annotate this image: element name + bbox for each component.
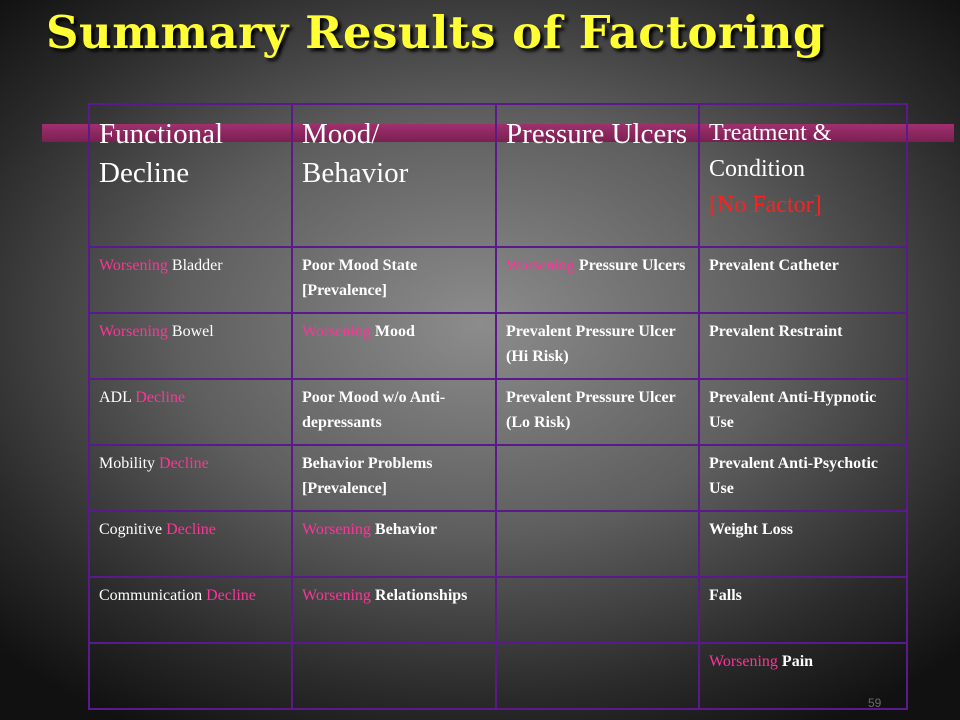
cell-highlight: Worsening (302, 587, 371, 604)
table-cell: Prevalent Anti-Psychotic Use (698, 444, 908, 512)
table-cell: Prevalent Catheter (698, 246, 908, 314)
no-factor-label: [No Factor] (709, 192, 822, 218)
cell-text: Prevalent Anti-Hypnotic Use (709, 389, 877, 431)
cell-text: Prevalent Anti-Psychotic Use (709, 455, 879, 497)
table-row: Worsening Pain (88, 642, 908, 710)
table-cell: Behavior Problems [Prevalence] (291, 444, 497, 512)
slide-title: Summary Results of Factoring (46, 6, 825, 59)
factoring-table: Functional Decline Mood/ Behavior Pressu… (88, 103, 908, 710)
cell-highlight: Worsening (302, 323, 371, 340)
cell-text: Prevalent Pressure Ulcer (Hi Risk) (506, 323, 676, 365)
table-cell: Worsening Behavior (291, 510, 497, 578)
cell-text: Prevalent Restraint (709, 323, 843, 340)
table-cell: Mobility Decline (88, 444, 293, 512)
table-cell: Communication Decline (88, 576, 293, 644)
table-cell (495, 510, 700, 578)
table-cell: Prevalent Anti-Hypnotic Use (698, 378, 908, 446)
cell-text: Pain (777, 653, 814, 670)
cell-highlight: Decline (135, 389, 186, 406)
table-cell: Worsening Bowel (88, 312, 293, 380)
header-pressure-ulcers: Pressure Ulcers (495, 103, 700, 248)
cell-text: Prevalent Pressure Ulcer (Lo Risk) (506, 389, 676, 431)
table-header-row: Functional Decline Mood/ Behavior Pressu… (88, 103, 908, 248)
table-cell (495, 642, 700, 710)
table-cell: Worsening Mood (291, 312, 497, 380)
table-cell: Prevalent Pressure Ulcer (Lo Risk) (495, 378, 700, 446)
table-cell (88, 642, 293, 710)
cell-highlight: Worsening (99, 257, 168, 274)
cell-highlight: Decline (166, 521, 216, 538)
table-cell: Worsening Bladder (88, 246, 293, 314)
cell-text: Mood (370, 323, 415, 340)
table-cell: Poor Mood State [Prevalence] (291, 246, 497, 314)
table-cell: Worsening Pressure Ulcers (495, 246, 700, 314)
table-cell: Poor Mood w/o Anti-depressants (291, 378, 497, 446)
table-cell: Weight Loss (698, 510, 908, 578)
cell-text: Relationships (370, 587, 468, 604)
table-cell: Worsening Relationships (291, 576, 497, 644)
cell-text: Weight Loss (709, 521, 794, 538)
cell-text: Pressure Ulcers (574, 257, 686, 274)
header-functional-decline: Functional Decline (88, 103, 293, 248)
cell-text: Behavior (370, 521, 438, 538)
page-number: 59 (868, 696, 882, 710)
cell-text: Mobility (99, 455, 160, 472)
table-cell: Worsening Pain (698, 642, 908, 710)
cell-text: Cognitive (99, 521, 167, 538)
cell-text: Poor Mood w/o Anti-depressants (302, 389, 446, 431)
header-mood-behavior: Mood/ Behavior (291, 103, 497, 248)
cell-text: Prevalent Catheter (709, 257, 839, 274)
cell-text: Falls (709, 587, 742, 604)
table-cell: Cognitive Decline (88, 510, 293, 578)
table-cell: Prevalent Restraint (698, 312, 908, 380)
cell-highlight: Worsening (99, 323, 168, 340)
header-treatment-condition: Treatment & Condition [No Factor] (698, 103, 908, 248)
cell-text: Behavior Problems [Prevalence] (302, 455, 433, 497)
cell-highlight: Worsening (709, 653, 778, 670)
cell-text: Poor Mood State [Prevalence] (302, 257, 418, 299)
cell-text: Bladder (167, 257, 223, 274)
cell-text: Communication (99, 587, 207, 604)
cell-text: Bowel (167, 323, 214, 340)
table-cell: ADL Decline (88, 378, 293, 446)
table-cell (495, 444, 700, 512)
cell-highlight: Decline (206, 587, 256, 604)
cell-highlight: Worsening (302, 521, 371, 538)
table-cell: Prevalent Pressure Ulcer (Hi Risk) (495, 312, 700, 380)
header-treatment-label: Treatment & Condition (709, 120, 832, 182)
cell-highlight: Worsening (506, 257, 575, 274)
cell-highlight: Decline (159, 455, 209, 472)
table-cell (291, 642, 497, 710)
cell-text: ADL (99, 389, 136, 406)
table-cell (495, 576, 700, 644)
table-cell: Falls (698, 576, 908, 644)
